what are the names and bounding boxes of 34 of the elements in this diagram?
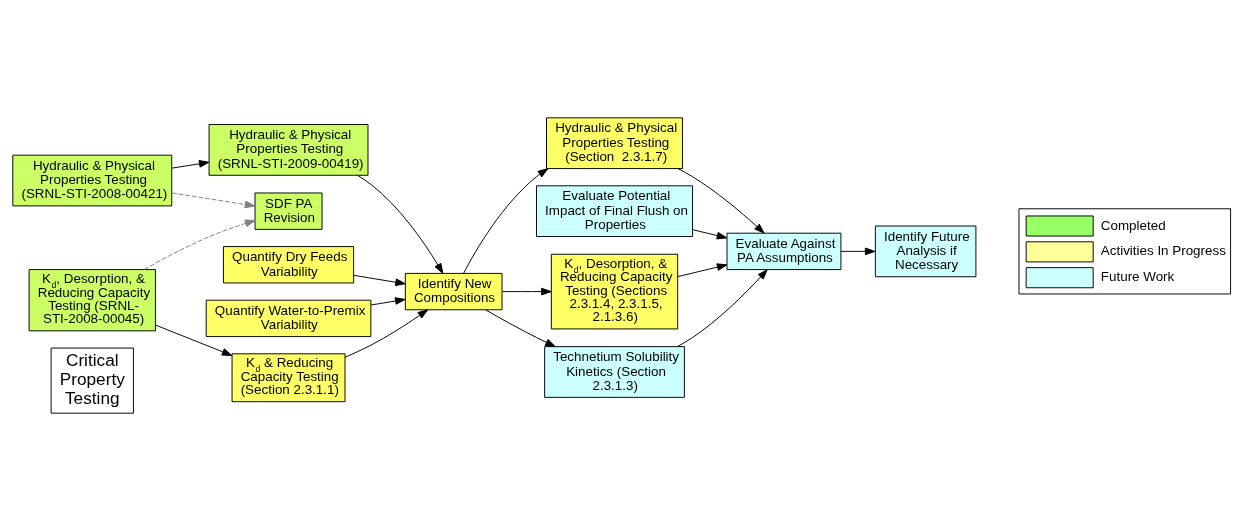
arrow — [171, 192, 256, 209]
legend-label: Completed — [1100, 217, 1166, 233]
legend-label: Activities In Progress — [1100, 243, 1226, 259]
node-box: K$_{d}$, Desorption, & Reducing Capacity Testing (SRNL-STI-2008-00045) — [28, 269, 156, 332]
node-box: Evaluate Against PA Assumptions — [726, 232, 842, 271]
node-box: Identify Future Analysis if Necessary — [874, 225, 977, 278]
arrow — [692, 229, 728, 240]
arrow — [501, 287, 552, 296]
node-box: SDF PA Revision — [254, 192, 323, 230]
node-box: Hydraulic & Physical Properties Testing (Section 2.3.1.7) — [546, 117, 683, 170]
node-box: Technetium Solubility Kinetics (Section 2.3.1.3) — [544, 346, 685, 398]
node-box: K$_{d}$, Desorption, & Reducing Capacity Testing (Sections 2.3.1.4, 2.3.1.5, 2.1.3.6) — [550, 253, 679, 330]
arrow — [357, 175, 444, 274]
arrow — [171, 160, 210, 169]
node-box: Critical Property Testing — [50, 347, 134, 414]
node-box: Quantify Dry Feeds Variability — [222, 246, 355, 284]
node-box: K$_{d}$ & Reducing Capacity Testing (Section 2.3.1.1) — [231, 353, 346, 403]
node-box: Hydraulic & Physical Properties Testing (SRNL-STI-2008-00421) — [12, 154, 173, 207]
node-box: Identify New Compositions — [404, 272, 503, 311]
arrow — [463, 168, 549, 274]
legend-label: Future Work — [1100, 269, 1175, 285]
node-box: Evaluate Potential Impact of Final Flush on Properties — [536, 185, 693, 237]
arrow — [344, 309, 429, 358]
node-box: Hydraulic & Physical Properties Testing (SRNL-STI-2009-00419) — [208, 124, 369, 176]
arrow — [677, 168, 765, 234]
arrow — [155, 324, 233, 356]
arrow — [370, 297, 406, 306]
arrow — [353, 274, 406, 287]
arrow — [677, 269, 768, 348]
node-box: Quantify Water-to-Premix Variability — [205, 299, 372, 338]
arrow — [677, 263, 728, 278]
arrow — [840, 247, 876, 256]
arrow — [485, 309, 556, 348]
arrow — [143, 219, 256, 270]
